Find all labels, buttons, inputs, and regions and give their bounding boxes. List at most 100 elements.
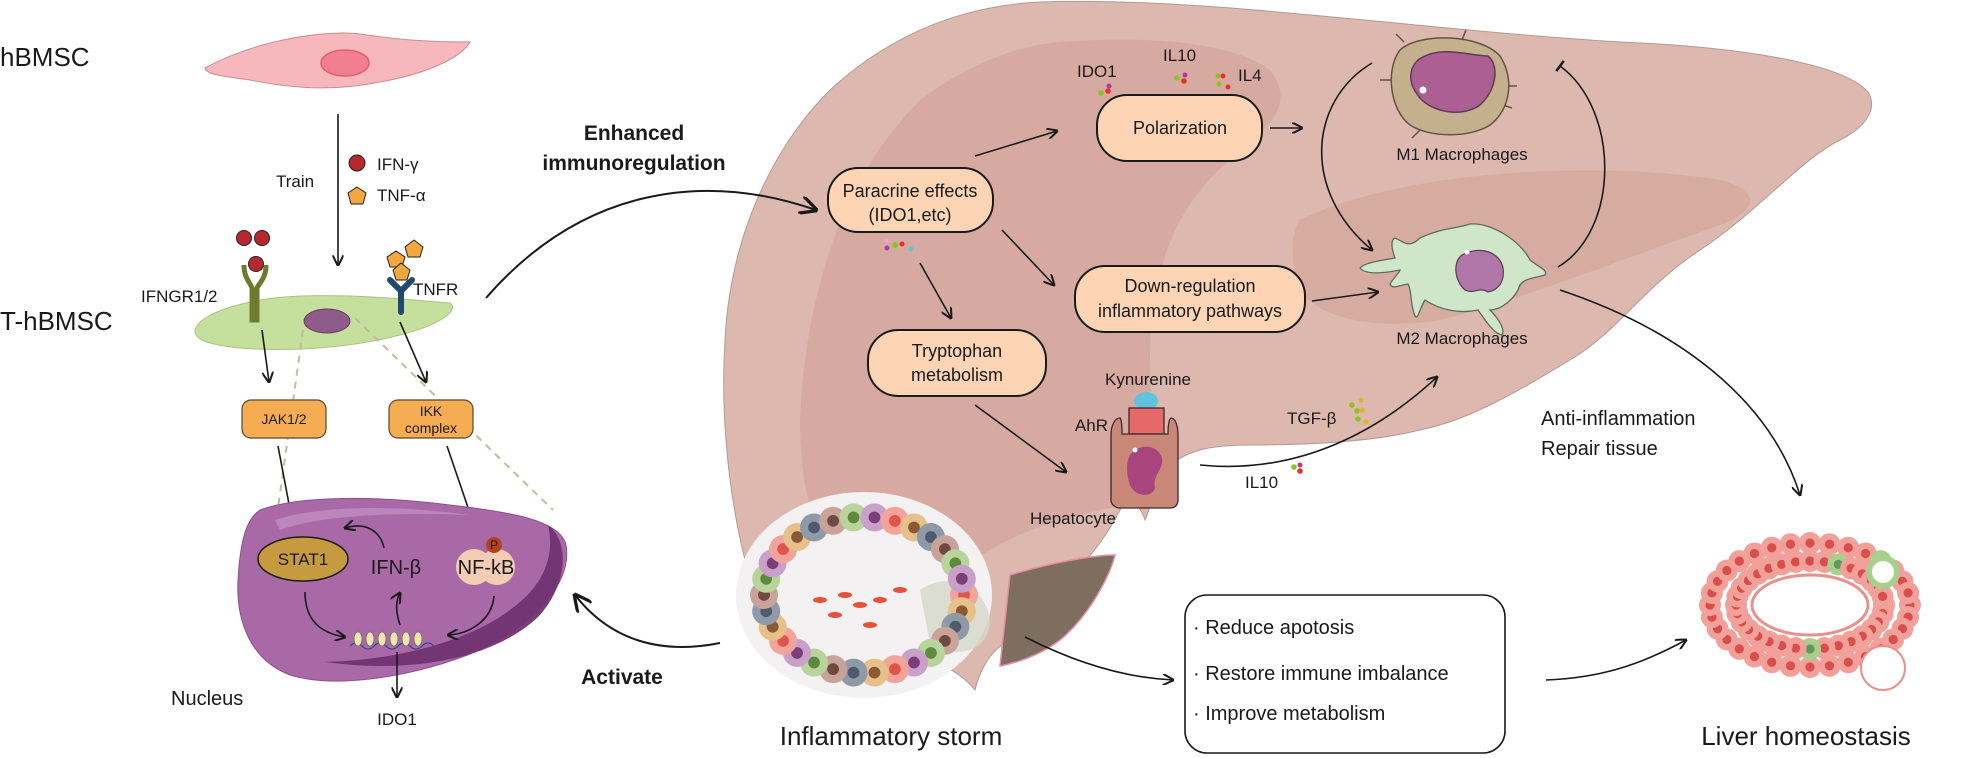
- legend-tnf-alpha: TNF-α: [347, 186, 426, 205]
- inflammatory-storm-tissue: [736, 492, 992, 698]
- t-hbmsc-label: T-hBMSC: [0, 306, 113, 336]
- nucleus-organelle: [237, 497, 568, 682]
- tnf-alpha-pentagon-icon: [347, 186, 367, 205]
- polarization-label: Polarization: [1133, 118, 1227, 138]
- ikk-box: IKK complex: [388, 399, 474, 439]
- downreg-box: Down-regulation inflammatory pathways: [1074, 265, 1306, 333]
- m1-macrophage-icon: [1380, 29, 1517, 139]
- legend-ifn-gamma: IFN-γ: [348, 154, 419, 174]
- zoom-guide-left: [277, 329, 304, 509]
- hepatocyte-cell-nucleus: [1805, 644, 1815, 654]
- ahr-label: AhR: [1075, 416, 1108, 435]
- outcome-item: · Improve metabolism: [1193, 703, 1385, 725]
- hepatocyte-cell-nucleus: [1785, 661, 1796, 671]
- enhanced-label-line2: immunoregulation: [542, 152, 725, 175]
- tgfb-dots-icon: [1349, 397, 1369, 425]
- storm-cell-nucleus: [955, 572, 968, 585]
- tnfr-receptor-icon: [386, 239, 424, 315]
- hepatocyte-cell-nucleus: [1819, 643, 1830, 653]
- hepatocyte-icon: [1110, 392, 1179, 509]
- jak-box: JAK1/2: [241, 399, 327, 439]
- dna-icon: [349, 631, 435, 650]
- red-blood-cell: [853, 602, 867, 608]
- kynurenine-icon: [1134, 392, 1158, 410]
- paracrine-dots-icon: [883, 238, 914, 252]
- outcome-item: · Reduce apotosis: [1193, 617, 1354, 639]
- arrow-paracrine-to-tryptophan: [919, 262, 951, 318]
- cytokine-il10-dots-icon: [1174, 72, 1188, 84]
- arrow-outcomes-to-homeostasis: [1545, 640, 1686, 681]
- downreg-label-line2: inflammatory pathways: [1098, 301, 1282, 321]
- red-blood-cell: [873, 597, 887, 603]
- liver-homeostasis-label: Liver homeostasis: [1701, 721, 1911, 751]
- hepatocyte-cell-nucleus: [1734, 556, 1744, 566]
- inhibit-m2-to-m1: [1555, 60, 1606, 268]
- hepatocyte-cell-nucleus: [1824, 661, 1835, 671]
- red-blood-cell: [893, 587, 907, 593]
- hepatocyte-cell-nucleus: [1767, 543, 1777, 553]
- storm-cell-nucleus: [889, 514, 901, 527]
- activate-arrow: [575, 595, 721, 648]
- storm-cell-nucleus: [808, 521, 820, 534]
- enhanced-arrow: [485, 189, 816, 299]
- hbmsc-nucleus: [320, 49, 370, 77]
- hepatocyte-cell-nucleus: [1888, 634, 1898, 645]
- anti-inflammation-label: Anti-inflammation: [1541, 408, 1696, 430]
- ahr-receptor-icon: [1128, 407, 1165, 435]
- kynurenine-label: Kynurenine: [1105, 370, 1191, 389]
- hepatocyte-cell-nucleus: [1843, 543, 1853, 553]
- storm-cell-nucleus: [808, 656, 820, 669]
- storm-cell-nucleus: [791, 647, 803, 659]
- downreg-label-line1: Down-regulation: [1124, 276, 1255, 296]
- hepatocyte-cell-nucleus: [1903, 588, 1913, 598]
- storm-cell-nucleus: [925, 531, 937, 543]
- tryptophan-box: Tryptophan metabolism: [867, 329, 1047, 397]
- storm-cell-nucleus: [827, 663, 839, 676]
- ikk-label-line2: complex: [405, 420, 457, 436]
- outcomes-box: · Reduce apotosis · Restore immune imbal…: [1184, 594, 1506, 754]
- hepatocyte-cell-nucleus: [1860, 548, 1871, 559]
- hepatocyte-cell-nucleus: [1843, 657, 1853, 667]
- tnfr-label: TNFR: [413, 280, 458, 299]
- storm-cell-nucleus: [939, 634, 951, 647]
- hepatocyte-cell-nucleus: [1785, 539, 1796, 549]
- arrow-m2-to-homeostasis: [1559, 289, 1800, 495]
- hepatocyte-cell-nucleus: [1749, 651, 1760, 662]
- ikk-label-line1: IKK: [420, 403, 443, 419]
- hepatocyte-cell-nucleus: [1767, 657, 1777, 667]
- liver-organ: [723, 0, 1873, 692]
- arrow-tryptophan-to-hepatocyte: [974, 404, 1066, 472]
- storm-cell-nucleus: [791, 531, 803, 543]
- hepatocyte-cell-nucleus: [1790, 643, 1801, 653]
- arrow-stat1-to-dna: [304, 591, 345, 637]
- arrow-paracrine-to-polarization: [974, 131, 1057, 157]
- hepatocyte-cell-nucleus: [1877, 591, 1888, 602]
- phospho-label: P: [490, 538, 498, 552]
- ifngr-label: IFNGR1/2: [141, 287, 218, 306]
- paracrine-box: Paracrine effects (IDO1,etc): [827, 167, 994, 233]
- train-label: Train: [276, 172, 314, 191]
- arrow-nfkb-to-dna: [448, 595, 495, 635]
- legend-tnf-alpha-label: TNF-α: [377, 186, 426, 205]
- cytokine-ido1-label: IDO1: [1077, 62, 1117, 81]
- hepatocyte-cell-nucleus: [1805, 556, 1815, 566]
- paracrine-label-line2: (IDO1,etc): [868, 205, 951, 225]
- red-blood-cell: [828, 612, 842, 618]
- cytokine-il4-label: IL4: [1238, 66, 1262, 85]
- red-blood-cell: [863, 622, 877, 628]
- phospho-icon: [486, 537, 502, 553]
- ifn-gamma-circle-icon: [348, 154, 366, 172]
- zoom-guide-right: [354, 317, 554, 511]
- red-blood-cell: [838, 592, 852, 598]
- arrow-hepatocyte-to-m2: [1199, 377, 1437, 468]
- il10-bottom-label: IL10: [1245, 473, 1278, 492]
- paracrine-label-line1: Paracrine effects: [843, 181, 978, 201]
- legend-ifn-gamma-label: IFN-γ: [377, 155, 419, 174]
- liver-homeostasis-tissue: [1699, 532, 1921, 691]
- hepatocyte-label: Hepatocyte: [1030, 509, 1116, 528]
- enhanced-label-line1: Enhanced: [584, 122, 684, 145]
- tryptophan-label-line2: metabolism: [911, 365, 1003, 385]
- tryptophan-label-line1: Tryptophan: [912, 341, 1002, 361]
- hepatocyte-cell-nucleus: [1722, 565, 1732, 576]
